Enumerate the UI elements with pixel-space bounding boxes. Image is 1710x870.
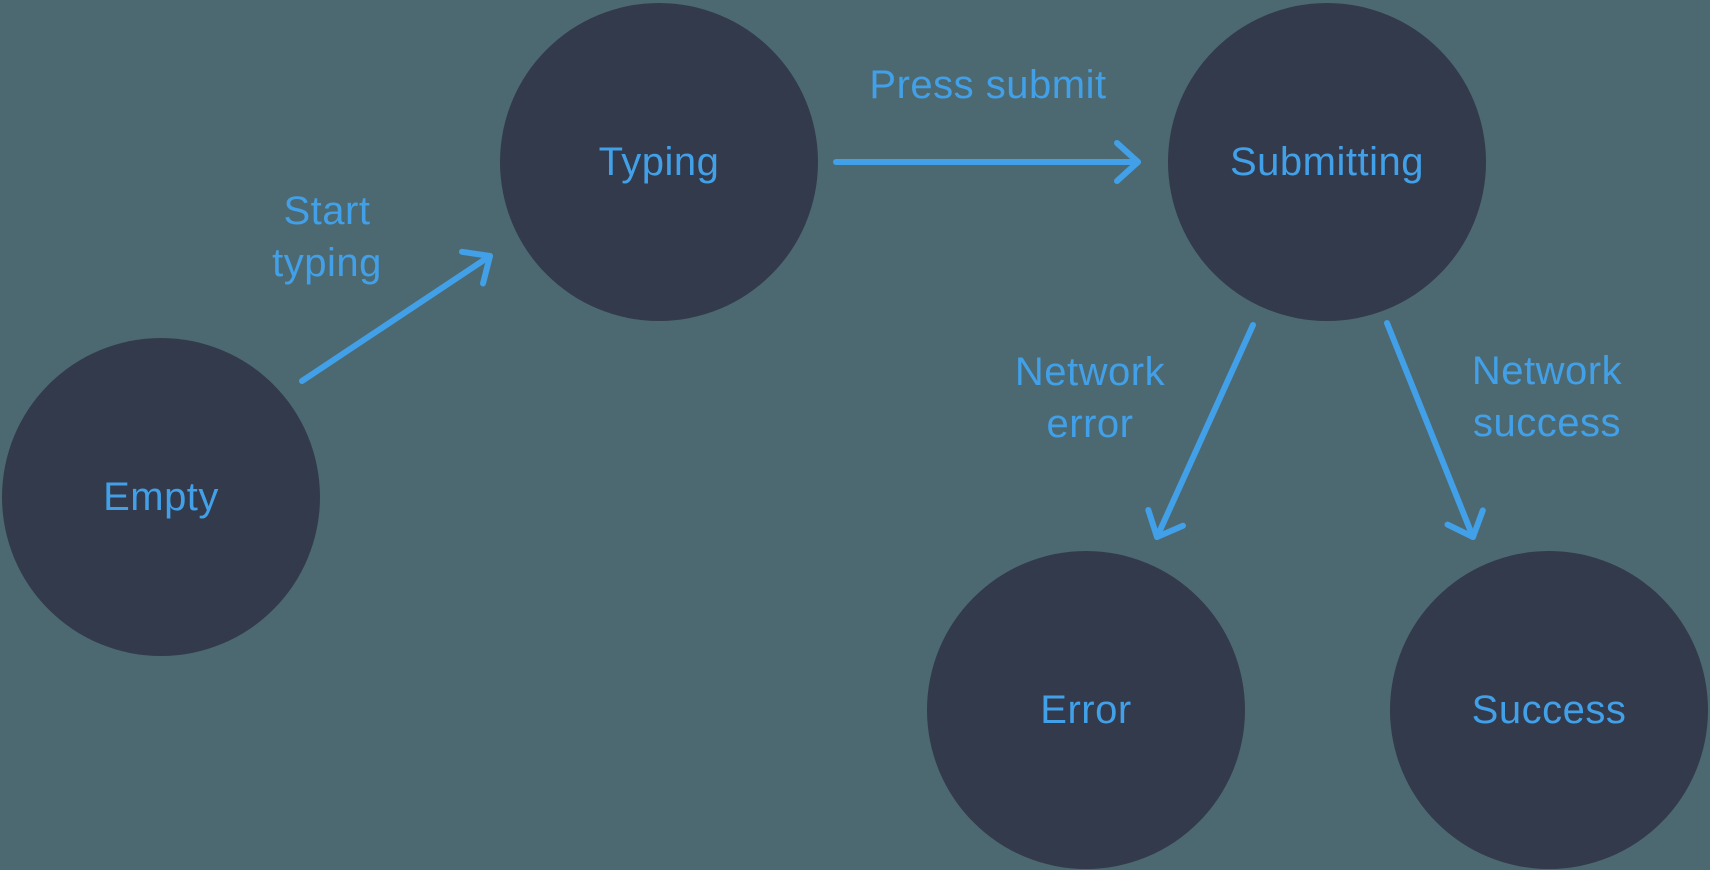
state-label-typing: Typing [598, 139, 720, 184]
transition-label-press-submit: Press submit [869, 63, 1107, 107]
state-label-submitting: Submitting [1230, 139, 1424, 184]
arrow-empty-to-typing [299, 248, 493, 384]
state-label-success: Success [1471, 687, 1627, 732]
transition-label-network-success: Network success [1471, 349, 1623, 445]
state-node-typing: Typing [500, 3, 818, 321]
state-label-empty: Empty [103, 474, 219, 519]
state-node-error: Error [927, 551, 1245, 869]
state-node-submitting: Submitting [1168, 3, 1486, 321]
state-node-success: Success [1390, 551, 1708, 869]
state-label-error: Error [1040, 687, 1132, 732]
transition-label-start-typing: Start typing [272, 189, 382, 285]
arrow-submitting-to-error [1145, 322, 1256, 540]
arrow-submitting-to-success [1384, 320, 1486, 540]
transition-label-network-error: Network error [1014, 350, 1166, 446]
state-node-empty: Empty [2, 338, 320, 656]
